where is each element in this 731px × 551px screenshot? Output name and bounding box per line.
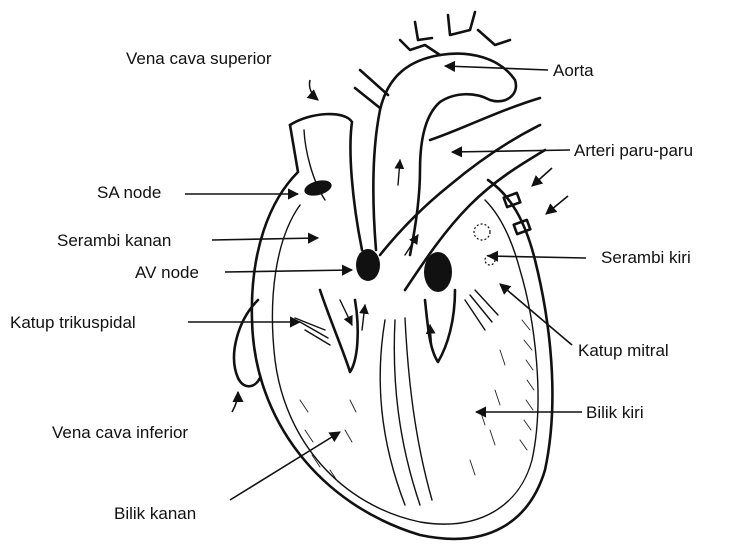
label-vena-cava-superior: Vena cava superior [126, 49, 272, 68]
heart-illustration [232, 12, 568, 539]
av-node-shape [356, 249, 380, 281]
label-bilik-kiri: Bilik kiri [586, 403, 644, 422]
pointer-arteri-paru [452, 150, 570, 152]
septum [380, 320, 405, 505]
aorta-branch-2 [400, 40, 440, 55]
label-sa-node: SA node [97, 183, 161, 202]
flow-arrow-aorta [398, 160, 400, 185]
tricuspid-cusp-1 [320, 290, 358, 372]
left-atrium-opening-1 [474, 224, 490, 240]
label-aorta: Aorta [553, 61, 594, 80]
aorta-shape [373, 54, 516, 255]
label-katup-trikuspidal: Katup trikuspidal [10, 313, 136, 332]
flow-arrow-right-ventricle [362, 305, 365, 330]
label-arteri-paru-paru: Arteri paru-paru [574, 141, 693, 160]
heart-inner-wall [272, 200, 538, 524]
sa-node-shape [303, 178, 334, 199]
pulmonary-vein-2 [514, 220, 531, 234]
muscle-hatching [300, 320, 534, 482]
label-av-node: AV node [135, 263, 199, 282]
ivc-entry-arrow [232, 392, 238, 412]
pointer-katup-mitral [500, 284, 572, 345]
aortic-valve-shape [424, 252, 452, 292]
mitral-chordae [465, 290, 498, 330]
pulmonary-artery-shape [380, 125, 540, 255]
label-katup-mitral: Katup mitral [578, 341, 669, 360]
septum-3 [405, 318, 432, 500]
pointer-av-node [225, 270, 352, 272]
flow-arrow-tricuspid [340, 300, 352, 325]
label-bilik-kanan: Bilik kanan [114, 504, 196, 523]
pointer-aorta [445, 66, 548, 70]
pointer-serambi-kanan [212, 238, 318, 240]
pulm-vein-arrow-2 [546, 196, 568, 214]
vena-cava-inferior-shape [234, 300, 260, 386]
aorta-branch-1 [360, 70, 388, 95]
aorta-branch-4 [478, 30, 510, 45]
tricuspid-chordae [295, 318, 330, 345]
label-serambi-kiri: Serambi kiri [601, 248, 691, 267]
label-serambi-kanan: Serambi kanan [57, 231, 171, 250]
label-vena-cava-inferior: Vena cava inferior [52, 423, 188, 442]
pointer-serambi-kiri [488, 256, 586, 258]
svc-entry-arrow [309, 80, 318, 100]
heart-outline [252, 125, 553, 539]
aorta-branch-3 [448, 12, 475, 35]
pointer-bilik-kanan [230, 432, 340, 500]
aorta-branch-2b [415, 22, 432, 40]
pulm-vein-arrow-1 [532, 168, 552, 186]
aorta-branch-1b [355, 88, 380, 108]
